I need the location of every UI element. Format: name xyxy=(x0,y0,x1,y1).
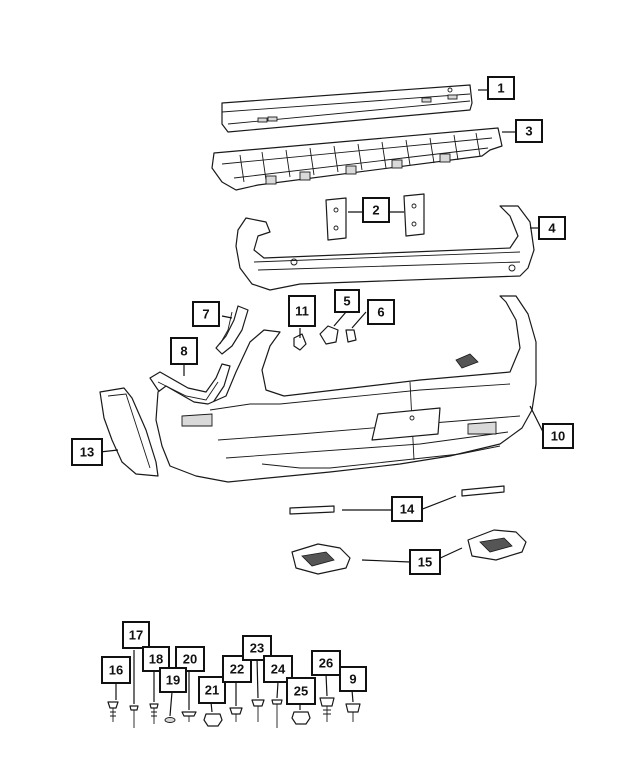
callout-1: 1 xyxy=(487,76,515,100)
callout-9: 9 xyxy=(339,666,367,692)
callout-25-label: 25 xyxy=(294,684,308,699)
callout-26-label: 26 xyxy=(319,656,333,671)
part-1-reinforcement-beam xyxy=(221,84,473,133)
callout-3: 3 xyxy=(515,119,543,143)
leader-lines xyxy=(99,89,545,717)
callout-26: 26 xyxy=(311,650,341,676)
callout-15: 15 xyxy=(409,549,441,575)
callout-21: 21 xyxy=(198,676,226,704)
callout-7-label: 7 xyxy=(202,307,209,322)
callout-19-label: 19 xyxy=(166,673,180,688)
callout-16: 16 xyxy=(101,656,131,684)
callout-21-label: 21 xyxy=(205,683,219,698)
fasteners-row xyxy=(107,697,361,728)
callout-22-label: 22 xyxy=(230,662,244,677)
callout-10-label: 10 xyxy=(551,429,565,444)
part-10-bumper-fascia xyxy=(155,295,537,483)
callout-5-label: 5 xyxy=(343,294,350,309)
callout-1-label: 1 xyxy=(497,81,504,96)
callout-17: 17 xyxy=(122,621,150,649)
callout-9-label: 9 xyxy=(349,672,356,687)
callout-13-label: 13 xyxy=(80,445,94,460)
callout-10: 10 xyxy=(542,423,574,449)
callout-13: 13 xyxy=(71,438,103,466)
callout-23-label: 23 xyxy=(250,641,264,656)
part-2-brackets xyxy=(325,193,425,241)
part-5-clip xyxy=(319,325,339,345)
callout-5: 5 xyxy=(334,289,360,313)
callout-16-label: 16 xyxy=(109,663,123,678)
part-14-reflectors xyxy=(289,485,505,515)
part-4-fascia-support xyxy=(235,205,535,291)
callout-4-label: 4 xyxy=(548,221,556,236)
callout-2-label: 2 xyxy=(372,203,379,218)
callout-8: 8 xyxy=(170,337,198,365)
callout-20-label: 20 xyxy=(183,652,197,667)
callout-18-label: 18 xyxy=(149,652,163,667)
callout-18: 18 xyxy=(142,646,170,672)
callout-14-label: 14 xyxy=(400,502,415,517)
callout-14: 14 xyxy=(391,496,423,522)
callout-24-label: 24 xyxy=(271,662,286,677)
callout-11: 11 xyxy=(288,295,316,327)
part-3-energy-absorber xyxy=(211,127,503,191)
part-13-molding xyxy=(99,387,159,477)
part-6-clip xyxy=(345,329,357,343)
callout-8-label: 8 xyxy=(180,344,187,359)
callout-4: 4 xyxy=(538,216,566,240)
callout-15-label: 15 xyxy=(418,555,432,570)
callout-17-label: 17 xyxy=(129,628,143,643)
callout-6-label: 6 xyxy=(377,305,384,320)
part-11-clip xyxy=(293,333,307,351)
callout-7: 7 xyxy=(192,301,220,327)
callout-11-label: 11 xyxy=(295,304,309,319)
callout-2: 2 xyxy=(362,197,390,223)
callout-3-label: 3 xyxy=(525,124,532,139)
callout-6: 6 xyxy=(367,299,395,325)
part-7-bracket xyxy=(215,305,249,355)
callout-25: 25 xyxy=(286,677,316,705)
callout-22: 22 xyxy=(222,655,252,683)
part-15-exhaust-tips xyxy=(291,529,527,575)
callout-19: 19 xyxy=(159,667,187,693)
